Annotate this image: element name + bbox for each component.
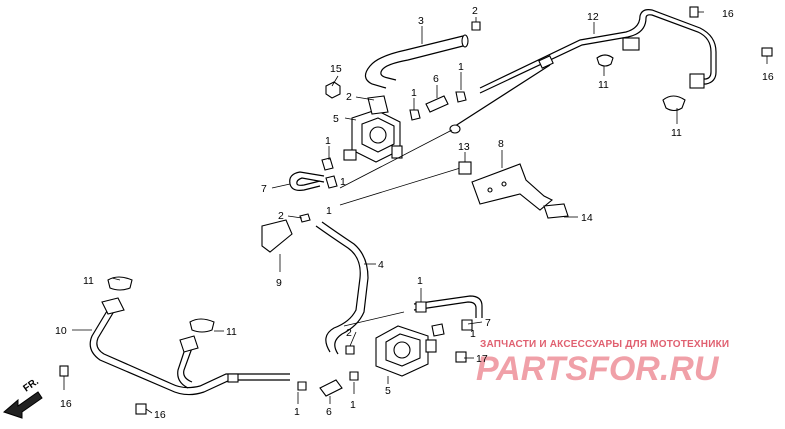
callout-3: 3	[418, 15, 424, 27]
clamp-1-upper-right	[455, 91, 467, 103]
callout-11: 11	[598, 79, 609, 91]
hose-6-upper	[425, 95, 449, 113]
callout-1: 1	[470, 328, 476, 340]
callout-16: 16	[722, 8, 734, 20]
bolt-16c	[59, 365, 69, 390]
bracket-9	[261, 219, 293, 253]
callout-5: 5	[333, 113, 339, 125]
callout-1: 1	[294, 406, 300, 418]
grommet-11b	[662, 95, 686, 112]
callout-12: 12	[587, 11, 599, 23]
clamp-14	[543, 203, 569, 219]
callout-1: 1	[417, 275, 423, 287]
grommet-11a	[596, 54, 614, 67]
callout-2: 2	[278, 210, 284, 222]
callout-17: 17	[476, 353, 488, 365]
leader-lines	[72, 17, 678, 414]
callout-16: 16	[762, 71, 774, 83]
hose-4	[315, 221, 369, 355]
clamp-1-lower-mid	[349, 371, 359, 381]
callout-6: 6	[433, 73, 439, 85]
clip-2-mid	[299, 213, 311, 223]
clip-2-upper	[471, 21, 481, 31]
valve-5-lower	[375, 325, 437, 377]
callout-14: 14	[581, 212, 593, 224]
hose-lower-top	[413, 295, 483, 318]
front-direction-arrow	[3, 391, 43, 419]
callout-6: 6	[326, 406, 332, 418]
clamp-1-upper	[409, 109, 421, 121]
watermark: ЗАПЧАСТИ И АКСЕССУАРЫ ДЛЯ МОТОТЕХНИКИ PA…	[476, 339, 729, 388]
callout-2: 2	[346, 91, 352, 103]
callout-16: 16	[60, 398, 72, 410]
hose-3	[364, 34, 469, 89]
callout-2: 2	[346, 327, 352, 339]
callout-2: 2	[472, 5, 478, 17]
pipe-end	[449, 124, 461, 134]
watermark-subtitle: ЗАПЧАСТИ И АКСЕССУАРЫ ДЛЯ МОТОТЕХНИКИ	[480, 339, 729, 350]
connector-pipe	[451, 64, 551, 129]
bolt-16a	[689, 6, 704, 18]
clamp-1-mid	[321, 157, 334, 171]
callout-11: 11	[83, 275, 94, 287]
callout-labels: 3 2 12 16 15 2 1 6 1 11 16 5 11 1 8 13 7…	[55, 5, 774, 421]
callout-9: 9	[276, 277, 282, 289]
bushing-13	[458, 161, 472, 175]
valve-5-upper	[343, 95, 403, 163]
callout-13: 13	[458, 141, 470, 153]
clip-2-lower	[345, 345, 355, 355]
grommet-11c	[107, 276, 133, 291]
clamp-1-lower-right	[431, 323, 445, 337]
clamp-1-mid2	[325, 175, 338, 189]
callout-1: 1	[350, 399, 356, 411]
callout-1: 1	[340, 176, 346, 188]
callout-11: 11	[226, 326, 237, 338]
callout-4: 4	[378, 259, 384, 271]
callout-1: 1	[325, 135, 331, 147]
pipe-12	[479, 9, 717, 94]
clamp-1-lower-left	[297, 381, 307, 391]
grommet-11d	[189, 318, 215, 333]
callout-7: 7	[261, 183, 267, 195]
callout-7: 7	[485, 317, 491, 329]
hose-6-lower	[319, 379, 343, 397]
callout-10: 10	[55, 325, 67, 337]
pipe-10	[89, 297, 290, 396]
bolt-17	[455, 351, 467, 363]
hose-7-lower	[461, 319, 473, 331]
callout-5: 5	[385, 385, 391, 397]
bracket-8	[471, 163, 553, 211]
bolt-16d	[135, 403, 147, 415]
bolt-16b	[761, 47, 773, 64]
callout-15: 15	[330, 63, 342, 75]
callout-11: 11	[671, 127, 682, 139]
callout-1: 1	[326, 205, 332, 217]
callout-16: 16	[154, 409, 166, 421]
callout-1: 1	[411, 87, 417, 99]
watermark-logo: PARTSFOR.RU	[476, 350, 720, 388]
clamp-1-lower-top	[415, 301, 427, 313]
callout-1: 1	[458, 61, 464, 73]
callout-8: 8	[498, 138, 504, 150]
